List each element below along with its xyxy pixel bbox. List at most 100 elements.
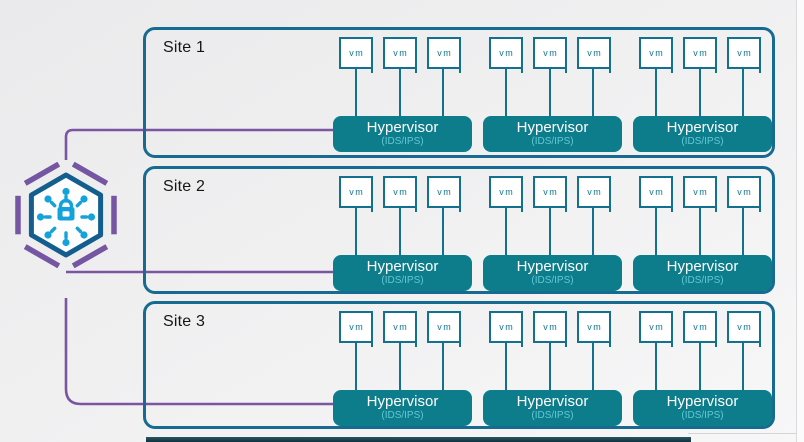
vm-hypervisor-connector <box>442 343 444 390</box>
vm-label: vm <box>693 48 709 58</box>
vm-box: vm <box>489 37 523 73</box>
lock-icon <box>57 198 75 221</box>
vm-hypervisor-connector <box>592 343 594 390</box>
hypervisor-label: Hypervisor <box>366 119 439 136</box>
vm-row: vm vm vm <box>639 37 761 73</box>
vm-box: vm <box>533 311 567 347</box>
ids-ips-label: (IDS/IPS) <box>381 136 424 147</box>
vm-hypervisor-connector <box>742 69 744 116</box>
hypervisor-group: vm vm vm Hypervisor (IDS/IPS) <box>333 37 472 152</box>
ids-ips-label: (IDS/IPS) <box>531 136 574 147</box>
hypervisor-group: vm vm vm Hypervisor (IDS/IPS) <box>333 311 472 426</box>
vm-hypervisor-connector <box>592 69 594 116</box>
vm-label: vm <box>737 187 753 197</box>
vm-label: vm <box>349 322 365 332</box>
hypervisor-box: Hypervisor (IDS/IPS) <box>633 255 772 291</box>
vm-box: vm <box>383 176 417 212</box>
ids-ips-label: (IDS/IPS) <box>531 410 574 421</box>
vm-label: vm <box>437 48 453 58</box>
site-3-box: Site 3 vm vm vm Hypervisor (IDS/IPS) vm <box>143 301 775 429</box>
vm-hypervisor-connector <box>549 343 551 390</box>
vm-label: vm <box>693 187 709 197</box>
vm-row: vm vm vm <box>639 176 761 212</box>
hexagon-icon-svg <box>15 161 117 269</box>
hypervisor-box: Hypervisor (IDS/IPS) <box>333 390 472 426</box>
site-label: Site 3 <box>163 313 206 330</box>
vm-label: vm <box>587 48 603 58</box>
vm-hypervisor-connector <box>399 69 401 116</box>
vm-box: vm <box>533 176 567 212</box>
hypervisor-group: vm vm vm Hypervisor (IDS/IPS) <box>333 176 472 291</box>
vm-box: vm <box>489 176 523 212</box>
vm-box: vm <box>683 37 717 73</box>
screen-right-edge <box>796 0 804 442</box>
vm-label: vm <box>393 187 409 197</box>
hypervisor-group: vm vm vm Hypervisor (IDS/IPS) <box>483 176 622 291</box>
vm-hypervisor-connector <box>399 208 401 255</box>
vm-box: vm <box>727 311 761 347</box>
hypervisor-box: Hypervisor (IDS/IPS) <box>483 255 622 291</box>
vm-label: vm <box>649 322 665 332</box>
vm-hypervisor-connector <box>655 343 657 390</box>
vm-box: vm <box>577 176 611 212</box>
hypervisor-label: Hypervisor <box>516 258 589 275</box>
vm-box: vm <box>533 37 567 73</box>
hypervisor-group: vm vm vm Hypervisor (IDS/IPS) <box>483 37 622 152</box>
vm-box: vm <box>683 176 717 212</box>
vm-hypervisor-connector <box>442 208 444 255</box>
vm-box: vm <box>427 311 461 347</box>
vm-label: vm <box>543 48 559 58</box>
vm-hypervisor-connector <box>699 343 701 390</box>
vm-box: vm <box>577 311 611 347</box>
ids-ips-label: (IDS/IPS) <box>381 275 424 286</box>
ids-ips-label: (IDS/IPS) <box>681 136 724 147</box>
vm-hypervisor-connector <box>549 69 551 116</box>
hypervisor-label: Hypervisor <box>666 258 739 275</box>
vm-label: vm <box>349 48 365 58</box>
hypervisor-group: vm vm vm Hypervisor (IDS/IPS) <box>483 311 622 426</box>
vm-label: vm <box>693 322 709 332</box>
vm-hypervisor-connector <box>505 343 507 390</box>
vm-row: vm vm vm <box>489 311 611 347</box>
vm-hypervisor-connector <box>355 69 357 116</box>
vm-label: vm <box>543 322 559 332</box>
vm-hypervisor-connector <box>655 208 657 255</box>
hypervisor-label: Hypervisor <box>666 119 739 136</box>
vm-hypervisor-connector <box>699 69 701 116</box>
vm-row: vm vm vm <box>639 311 761 347</box>
vm-hypervisor-connector <box>505 69 507 116</box>
site-2-groups: vm vm vm Hypervisor (IDS/IPS) vm vm <box>333 176 772 291</box>
ids-ips-label: (IDS/IPS) <box>381 410 424 421</box>
vm-row: vm vm vm <box>489 37 611 73</box>
site-3-groups: vm vm vm Hypervisor (IDS/IPS) vm vm <box>333 311 772 426</box>
vm-label: vm <box>437 187 453 197</box>
vm-box: vm <box>577 37 611 73</box>
hypervisor-box: Hypervisor (IDS/IPS) <box>483 390 622 426</box>
vm-box: vm <box>727 176 761 212</box>
vm-box: vm <box>427 37 461 73</box>
vm-hypervisor-connector <box>549 208 551 255</box>
vm-row: vm vm vm <box>339 311 461 347</box>
vm-hypervisor-connector <box>442 69 444 116</box>
secured-network-lock-hexagon-icon <box>11 156 121 274</box>
ids-ips-label: (IDS/IPS) <box>681 275 724 286</box>
hypervisor-label: Hypervisor <box>366 258 439 275</box>
site-1-groups: vm vm vm Hypervisor (IDS/IPS) vm vm <box>333 37 772 152</box>
site-2-box: Site 2 vm vm vm Hypervisor (IDS/IPS) vm <box>143 166 775 294</box>
vm-label: vm <box>587 187 603 197</box>
vm-hypervisor-connector <box>355 208 357 255</box>
hypervisor-box: Hypervisor (IDS/IPS) <box>333 255 472 291</box>
hypervisor-label: Hypervisor <box>366 393 439 410</box>
vm-hypervisor-connector <box>655 69 657 116</box>
vm-box: vm <box>427 176 461 212</box>
vm-box: vm <box>383 311 417 347</box>
vm-box: vm <box>339 311 373 347</box>
vm-hypervisor-connector <box>399 343 401 390</box>
vm-label: vm <box>737 48 753 58</box>
site-1-box: Site 1 vm vm vm Hypervisor (IDS/IPS) vm <box>143 27 775 158</box>
hypervisor-group: vm vm vm Hypervisor (IDS/IPS) <box>633 176 772 291</box>
hypervisor-box: Hypervisor (IDS/IPS) <box>633 116 772 152</box>
vm-label: vm <box>393 322 409 332</box>
hypervisor-group: vm vm vm Hypervisor (IDS/IPS) <box>633 311 772 426</box>
